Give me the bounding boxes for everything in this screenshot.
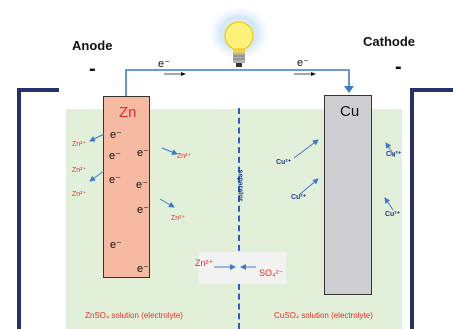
cu-ion: Cu²⁺	[276, 159, 292, 166]
electron: e⁻	[137, 263, 149, 275]
light-bulb-icon	[205, 8, 273, 68]
cathode-sign: -	[395, 56, 402, 78]
beaker-rim-left	[17, 88, 59, 92]
electron: e⁻	[136, 179, 148, 191]
zn-ion: Zn²⁺	[72, 141, 87, 148]
electron: e⁻	[137, 204, 149, 216]
wire-electron-right: e⁻	[297, 57, 309, 69]
zinc-electrode	[103, 96, 150, 278]
electron: e⁻	[109, 150, 121, 162]
beaker-rim-right	[410, 88, 453, 92]
beaker-wall-left	[17, 88, 21, 329]
zinc-label: Zn	[119, 104, 137, 121]
electron: e⁻	[110, 129, 122, 141]
separator-line	[238, 108, 240, 329]
zn-ion: Zn²⁺	[177, 153, 192, 160]
copper-label: Cu	[340, 103, 360, 120]
znso4-solution-label: ZnSO₄ solution (electrolyte)	[85, 311, 183, 320]
cuso4-solution-label: CuSO₄ solution (electrolyte)	[274, 311, 373, 320]
migrating-zn-ion: Zn²⁺	[195, 258, 214, 268]
separator-label: separator	[236, 169, 244, 202]
beaker-wall-right	[410, 88, 414, 329]
cathode-label: Cathode	[363, 34, 415, 49]
zn-ion: Zn²⁺	[171, 215, 186, 222]
anode-label: Anode	[72, 38, 113, 53]
cu-ion: Cu²⁺	[291, 194, 307, 201]
wire-electron-left: e⁻	[158, 58, 170, 70]
cu-ion: Cu²⁺	[386, 151, 402, 158]
electron: e⁻	[137, 147, 149, 159]
zn-ion: Zn²⁺	[72, 191, 87, 198]
electron: e⁻	[109, 174, 121, 186]
electron: e⁻	[110, 239, 122, 251]
migrating-sulfate-ion: SO₄²⁻	[259, 268, 284, 278]
copper-electrode	[324, 95, 372, 295]
zn-ion: Zn²⁺	[72, 167, 87, 174]
cu-ion: Cu²⁺	[385, 211, 401, 218]
anode-sign: -	[89, 58, 96, 80]
